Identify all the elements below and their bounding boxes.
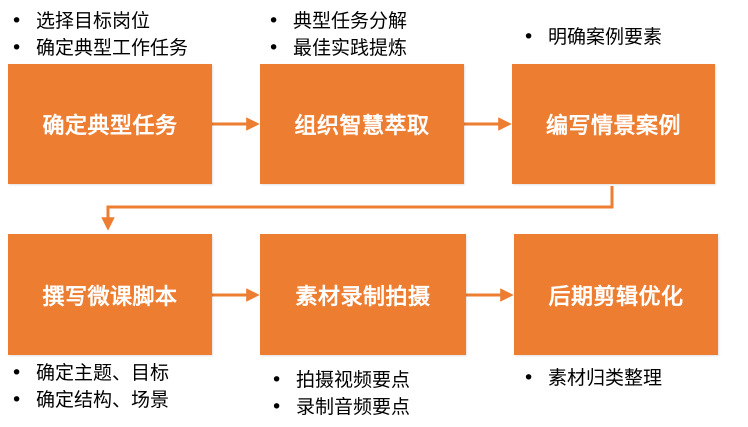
step2-notes: 典型任务分解 最佳实践提炼 xyxy=(262,8,407,62)
step-label: 撰写微课脚本 xyxy=(42,284,178,310)
step-box-1: 确定典型任务 xyxy=(8,64,212,184)
step4-note: 确定主题、目标 xyxy=(5,360,169,387)
step6-notes: 素材归类整理 xyxy=(517,365,662,392)
step-label: 素材录制拍摄 xyxy=(295,284,431,310)
step3-notes: 明确案例要素 xyxy=(517,24,662,51)
step5-note: 拍摄视频要点 xyxy=(265,367,410,394)
step-box-5: 素材录制拍摄 xyxy=(260,234,466,355)
step5-note: 录制音频要点 xyxy=(265,394,410,421)
step1-note: 选择目标岗位 xyxy=(5,8,188,35)
step5-notes: 拍摄视频要点 录制音频要点 xyxy=(265,367,410,421)
step3-note: 明确案例要素 xyxy=(517,24,662,51)
step1-notes: 选择目标岗位 确定典型工作任务 xyxy=(5,8,188,62)
step2-note: 最佳实践提炼 xyxy=(262,35,407,62)
step4-notes: 确定主题、目标 确定结构、场景 xyxy=(5,360,169,414)
step2-note: 典型任务分解 xyxy=(262,8,407,35)
step-box-3: 编写情景案例 xyxy=(512,64,715,184)
step-box-4: 撰写微课脚本 xyxy=(8,234,212,355)
step-box-6: 后期剪辑优化 xyxy=(514,234,718,355)
step-label: 确定典型任务 xyxy=(42,114,178,139)
step4-note: 确定结构、场景 xyxy=(5,387,169,414)
step1-note: 确定典型工作任务 xyxy=(5,35,188,62)
step-label: 组织智慧萃取 xyxy=(294,114,430,139)
step-label: 后期剪辑优化 xyxy=(548,284,684,310)
step6-note: 素材归类整理 xyxy=(517,365,662,392)
arrow-step3-to-step4 xyxy=(101,186,614,231)
step-box-2: 组织智慧萃取 xyxy=(260,64,464,184)
step-label: 编写情景案例 xyxy=(545,114,681,139)
